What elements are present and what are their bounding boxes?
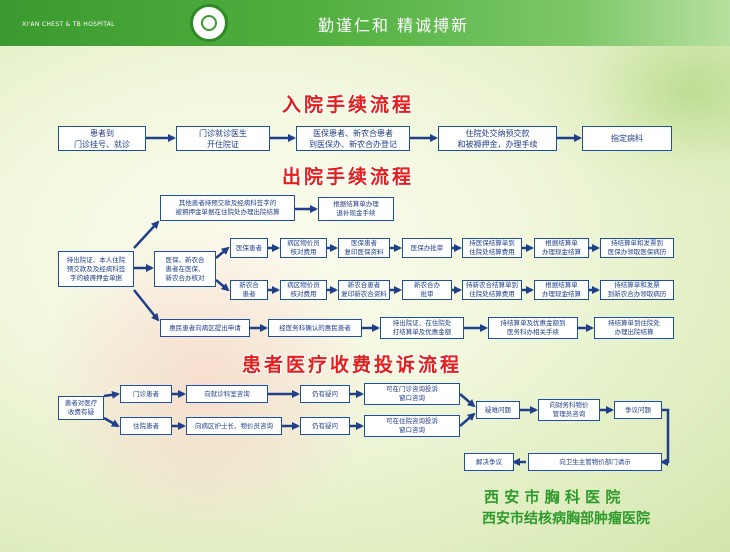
admission-step: 患者到 门诊挂号、就诊: [58, 126, 146, 151]
coop-step: 新农合患者 复印新农合资料: [338, 280, 390, 300]
outpatient-step: 可在门诊咨询投诉 窗口咨询: [364, 383, 460, 405]
inpatient-step: 仍有疑问: [300, 417, 350, 435]
inpatient-step: 可在住院咨询投诉 窗口咨询: [364, 415, 460, 437]
outpatient-step: 仍有疑问: [300, 385, 350, 403]
coop-step: 根据结算单 办理现金结算: [534, 280, 589, 300]
discharge-other-step: 根据结算单办理 退补现金手续: [318, 197, 394, 221]
final-step: 向卫生主管物价部门请示: [528, 453, 662, 471]
admission-step: 住院处交纳预交款 和被褥押金，办理手续: [438, 126, 557, 151]
complaint-start: 患者对医疗 收费有疑: [58, 396, 104, 420]
admission-title: 入院手续流程: [282, 94, 415, 116]
poor-step: 持出院证、在住院处 打结算单及优惠金额: [380, 317, 464, 339]
hospital-motto: 勤谨仁和 精诚搏新: [318, 16, 470, 35]
admission-step: 医保患者、新农合患者 到医保办、新农合办登记: [296, 126, 410, 151]
hospital-name-en: XI'AN CHEST & TB HOSPITAL: [22, 21, 115, 28]
medical-step: 根据结算单 办理现金结算: [534, 238, 589, 258]
outpatient-step: 向就诊科室咨询: [186, 385, 268, 403]
merge-step: 争议问题: [614, 401, 662, 419]
discharge-start: 持出院证、本人住院 预交款及及经病科签 字的被褥押金单据: [58, 251, 134, 287]
medical-step: 医保患者: [230, 238, 268, 258]
hospital-name-cn-alt: 西安市结核病胸部肿瘤医院: [482, 511, 650, 527]
poor-step: 持结算单及优惠金额到 医务科办相关手续: [488, 317, 578, 339]
admission-step: 门诊就诊医生 开住院证: [176, 126, 270, 151]
admission-step: 指定病科: [582, 126, 672, 151]
discharge-title: 出院手续流程: [282, 166, 415, 188]
poor-step: 惠民患者向病区提出申请: [160, 319, 250, 337]
coop-step: 持新农合结算单到 住院处结算费用: [462, 280, 522, 300]
coop-step: 持结算单和发票 到新农合办领取病历: [600, 280, 674, 300]
merge-step: 向财务科物价 管理员咨询: [538, 399, 600, 421]
poor-step: 持结算单到住院处 办理出院结算: [594, 317, 674, 339]
hospital-logo-icon: [190, 4, 228, 42]
background-leaf: [540, 46, 730, 196]
medical-step: 医保患者 复印医保资料: [338, 238, 390, 258]
poor-step: 经医务科确认的惠民患者: [268, 319, 362, 337]
coop-step: 病区物价员 核对费用: [280, 280, 327, 300]
discharge-insured-branch: 医保、新农合 患者在医保、 新农合办核对: [154, 251, 216, 287]
medical-step: 病区物价员 核对费用: [280, 238, 327, 258]
complaint-title: 患者医疗收费投诉流程: [242, 354, 463, 376]
inpatient-step: 住院患者: [120, 417, 172, 435]
merge-step: 疑难问题: [476, 401, 520, 419]
hospital-name-cn: 西 安 市 胸 科 医 院: [484, 488, 621, 506]
medical-step: 持结算单和发票到 医保办领取医保病历: [600, 238, 674, 258]
medical-step: 持医保结算单到 住院处结算费用: [462, 238, 522, 258]
coop-step: 新农合 患者: [230, 280, 268, 300]
discharge-other-step: 其他患者持预交款及经病科签字的 被褥押金单据在住院处办理出院结算: [160, 195, 295, 221]
final-step: 解决争议: [464, 453, 514, 471]
medical-step: 医保办批审: [402, 238, 452, 258]
inpatient-step: 向病区护士长、物价员咨询: [186, 417, 282, 435]
coop-step: 新农合办 批审: [402, 280, 452, 300]
header-banner: XI'AN CHEST & TB HOSPITAL 勤谨仁和 精诚搏新: [0, 0, 730, 46]
outpatient-step: 门诊患者: [120, 385, 172, 403]
